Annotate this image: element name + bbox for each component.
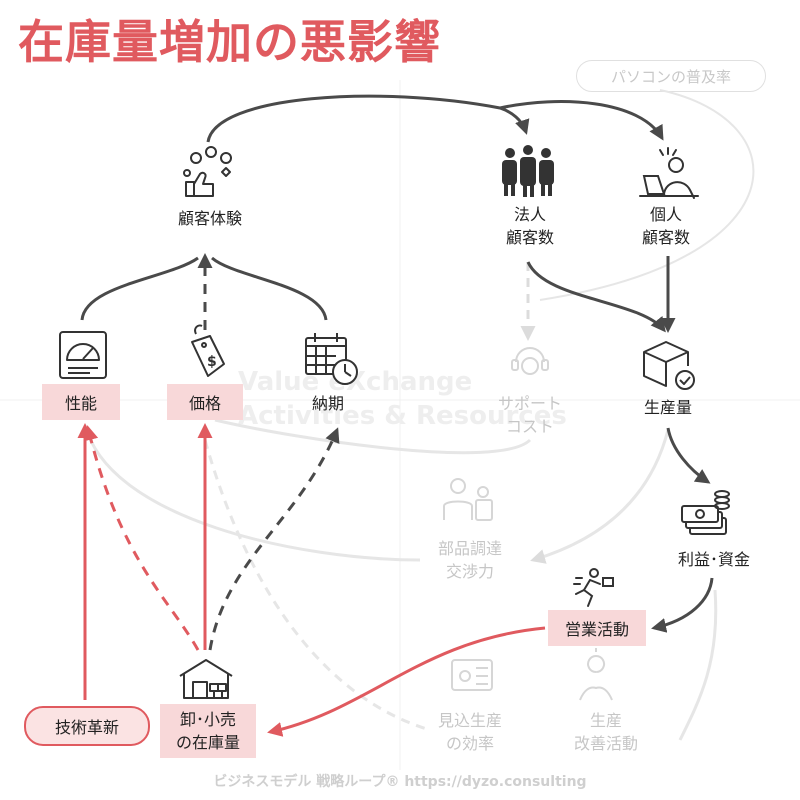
link-inventory-to-delivery — [208, 427, 340, 651]
inventory-line-1: 卸･小売 — [179, 710, 236, 729]
inventory-line-2: の在庫量 — [175, 733, 240, 752]
price-tag-icon: $ — [191, 324, 225, 377]
corporate-customers-icon — [502, 145, 554, 197]
link-profit-to-sales — [651, 577, 714, 633]
customer-experience-label: 顧客体験 — [177, 209, 242, 228]
link-delivery-to-experience — [211, 256, 328, 321]
delivery-calendar-icon — [305, 333, 358, 385]
link-performance-faded — [83, 424, 421, 562]
forecast-efficiency-label: 見込生産の効率 — [437, 711, 502, 753]
parts-negotiation-icon — [443, 478, 493, 521]
customer-experience-icon — [183, 146, 232, 197]
watermark: Value eXchange Activities & Resources — [238, 365, 567, 433]
profit-funds-label: 利益･資金 — [677, 550, 750, 569]
improvement-bulb-icon — [579, 648, 613, 701]
parts-procurement-label: 部品調達交渉力 — [437, 539, 502, 581]
link-profit-to-improvement — [678, 589, 718, 741]
link-support-to-price — [214, 418, 532, 455]
watermark-line-2: Activities & Resources — [238, 401, 567, 431]
inventory-box: 卸･小売 の在庫量 — [160, 704, 256, 758]
performance-gauge-icon — [59, 331, 107, 379]
link-production-to-profit — [666, 427, 711, 484]
performance-box: 性能 — [42, 384, 120, 420]
production-volume-label: 生産量 — [643, 398, 692, 417]
pc-penetration-node: パソコンの普及率 — [576, 60, 766, 92]
link-price-faded — [203, 439, 431, 732]
corporate-customers-label: 法人顧客数 — [505, 205, 554, 247]
link-production-to-parts — [530, 429, 670, 564]
production-box-icon — [643, 341, 695, 390]
forecast-chart-icon — [451, 659, 493, 691]
tech-innovation-node: 技術革新 — [24, 706, 150, 746]
link-sales-to-inventory — [267, 626, 546, 737]
link-experience-to-corporate — [206, 94, 530, 143]
sales-activity-box: 営業活動 — [548, 610, 646, 646]
footer: ビジネスモデル 戦略ループ® https://dyzo.consulting — [213, 774, 587, 790]
link-experience-to-individual — [499, 100, 664, 141]
support-cost-label: サポートコスト — [497, 394, 562, 436]
link-corporate-to-production — [526, 261, 666, 333]
link-faded-pc-loop — [539, 89, 755, 301]
svg-text:$: $ — [207, 354, 217, 370]
profit-funds-icon — [681, 490, 730, 535]
individual-customers-label: 個人顧客数 — [641, 205, 690, 247]
individual-customers-icon — [639, 147, 699, 199]
sales-runner-icon — [573, 568, 614, 607]
support-headset-icon — [511, 347, 549, 375]
price-box: 価格 — [167, 384, 243, 420]
warehouse-icon — [179, 659, 233, 699]
link-performance-to-experience — [80, 256, 199, 321]
production-improvement-label: 生産改善活動 — [573, 711, 638, 753]
page-title: 在庫量増加の悪影響 — [18, 15, 441, 69]
delivery-label: 納期 — [311, 394, 344, 413]
link-inventory-to-performance — [83, 425, 200, 651]
